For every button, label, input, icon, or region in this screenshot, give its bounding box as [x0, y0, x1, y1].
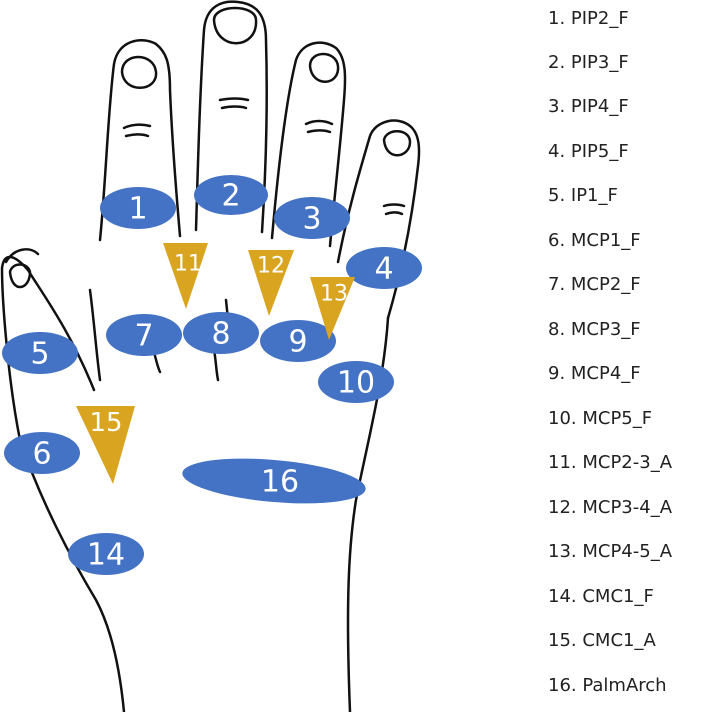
marker-13-label: 13 — [320, 282, 348, 307]
marker-16-label: 16 — [261, 465, 299, 500]
marker-6-label: 6 — [32, 437, 51, 472]
marker-3-label: 3 — [302, 202, 321, 237]
marker-5-label: 5 — [30, 337, 49, 372]
legend-item-14: 14. CMC1_F — [548, 586, 654, 607]
legend-item-5: 5. IP1_F — [548, 185, 618, 206]
legend-item-11: 11. MCP2-3_A — [548, 452, 673, 473]
legend-item-13: 13. MCP4-5_A — [548, 541, 673, 562]
legend-item-6: 6. MCP1_F — [548, 230, 641, 251]
legend-item-10: 10. MCP5_F — [548, 408, 653, 429]
marker-16-ellipse — [182, 458, 366, 504]
marker-9-ellipse — [260, 320, 336, 362]
marker-3-ellipse — [274, 197, 350, 239]
marker-13-triangle — [310, 277, 355, 340]
marker-6-ellipse — [4, 432, 80, 474]
marker-1-ellipse — [100, 187, 176, 229]
marker-7-ellipse — [106, 314, 182, 356]
legend-item-9: 9. MCP4_F — [548, 363, 641, 384]
marker-2-label: 2 — [221, 179, 240, 214]
marker-14-label: 14 — [87, 538, 125, 573]
marker-12-label: 12 — [257, 254, 285, 279]
legend-item-3: 3. PIP4_F — [548, 96, 629, 117]
legend-item-12: 12. MCP3-4_A — [548, 497, 673, 518]
marker-15-triangle — [76, 406, 135, 484]
marker-5-ellipse — [2, 332, 78, 374]
marker-1-label: 1 — [128, 192, 147, 227]
legend-item-4: 4. PIP5_F — [548, 141, 629, 162]
marker-14-ellipse — [68, 533, 144, 575]
marker-11-triangle — [163, 243, 208, 309]
marker-7-label: 7 — [134, 319, 153, 354]
legend-item-1: 1. PIP2_F — [548, 8, 629, 29]
legend-item-15: 15. CMC1_A — [548, 630, 656, 651]
marker-11-label: 11 — [174, 252, 202, 277]
marker-15-label: 15 — [89, 408, 122, 438]
legend-item-8: 8. MCP3_F — [548, 319, 641, 340]
marker-8-ellipse — [183, 312, 259, 354]
marker-12-triangle — [248, 250, 294, 316]
marker-9-label: 9 — [288, 325, 307, 360]
marker-10-label: 10 — [337, 366, 375, 401]
marker-2-ellipse — [194, 175, 268, 215]
marker-4-label: 4 — [374, 252, 393, 287]
marker-10-ellipse — [318, 361, 394, 403]
legend-item-16: 16. PalmArch — [548, 675, 667, 696]
legend-item-2: 2. PIP3_F — [548, 52, 629, 73]
marker-4-ellipse — [346, 247, 422, 289]
legend-item-7: 7. MCP2_F — [548, 274, 641, 295]
marker-8-label: 8 — [211, 317, 230, 352]
